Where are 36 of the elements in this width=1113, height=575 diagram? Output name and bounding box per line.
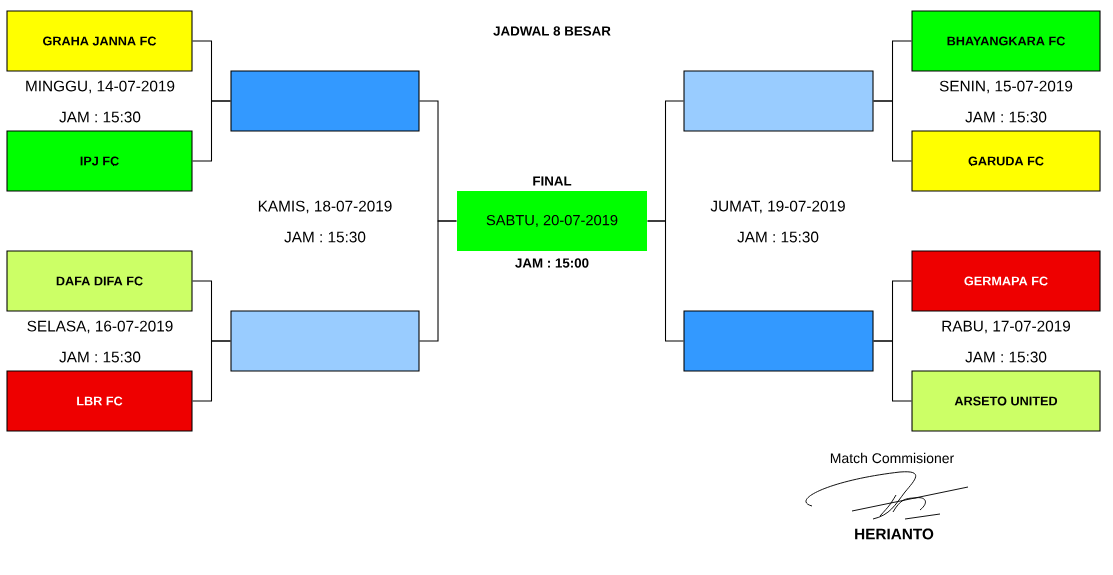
final-box: FINAL SABTU, 20-07-2019 JAM : 15:00 xyxy=(457,176,647,268)
team-box: IPJ FC xyxy=(6,130,193,192)
team-box: GERMAPA FC xyxy=(911,250,1101,312)
date-text: JAM : 15:30 xyxy=(737,231,819,243)
empty-box xyxy=(230,310,420,372)
bracket-line xyxy=(192,340,231,402)
team-box: GRAHA JANNA FC xyxy=(6,10,193,72)
date-text: JAM : 15:30 xyxy=(284,231,366,243)
node-label: JAM : 15:00 xyxy=(515,258,589,268)
node-label: FINAL xyxy=(533,176,572,186)
bracket-line xyxy=(873,340,912,402)
bracket-line xyxy=(419,220,457,342)
team-box: ARSETO UNITED xyxy=(911,370,1101,432)
team-box: GARUDA FC xyxy=(911,130,1101,192)
date-text: JAM : 15:30 xyxy=(965,111,1047,123)
empty-box xyxy=(230,70,420,132)
team-box: BHAYANGKARA FC xyxy=(911,10,1101,72)
bracket-line xyxy=(192,100,231,162)
date-text: SELASA, 16-07-2019 xyxy=(27,320,173,334)
date-text: JUMAT, 19-07-2019 xyxy=(710,200,845,214)
date-text: JAM : 15:30 xyxy=(59,111,141,123)
date-text: JAM : 15:30 xyxy=(965,351,1047,363)
date-text: JAM : 15:30 xyxy=(59,351,141,363)
title: JADWAL 8 BESAR xyxy=(493,26,611,36)
bracket-line xyxy=(873,100,912,162)
empty-box xyxy=(683,70,874,132)
bracket-line xyxy=(647,220,684,342)
caption-text: Match Commisioner xyxy=(830,452,954,464)
team-box: DAFA DIFA FC xyxy=(6,250,193,312)
signature-name: HERIANTO xyxy=(855,528,934,540)
date-text: RABU, 17-07-2019 xyxy=(942,320,1071,334)
date-text: SENIN, 15-07-2019 xyxy=(939,80,1073,94)
team-box: LBR FC xyxy=(6,370,193,432)
date-text: KAMIS, 18-07-2019 xyxy=(258,200,392,214)
empty-box xyxy=(683,310,874,372)
date-text: MINGGU, 14-07-2019 xyxy=(26,80,175,94)
